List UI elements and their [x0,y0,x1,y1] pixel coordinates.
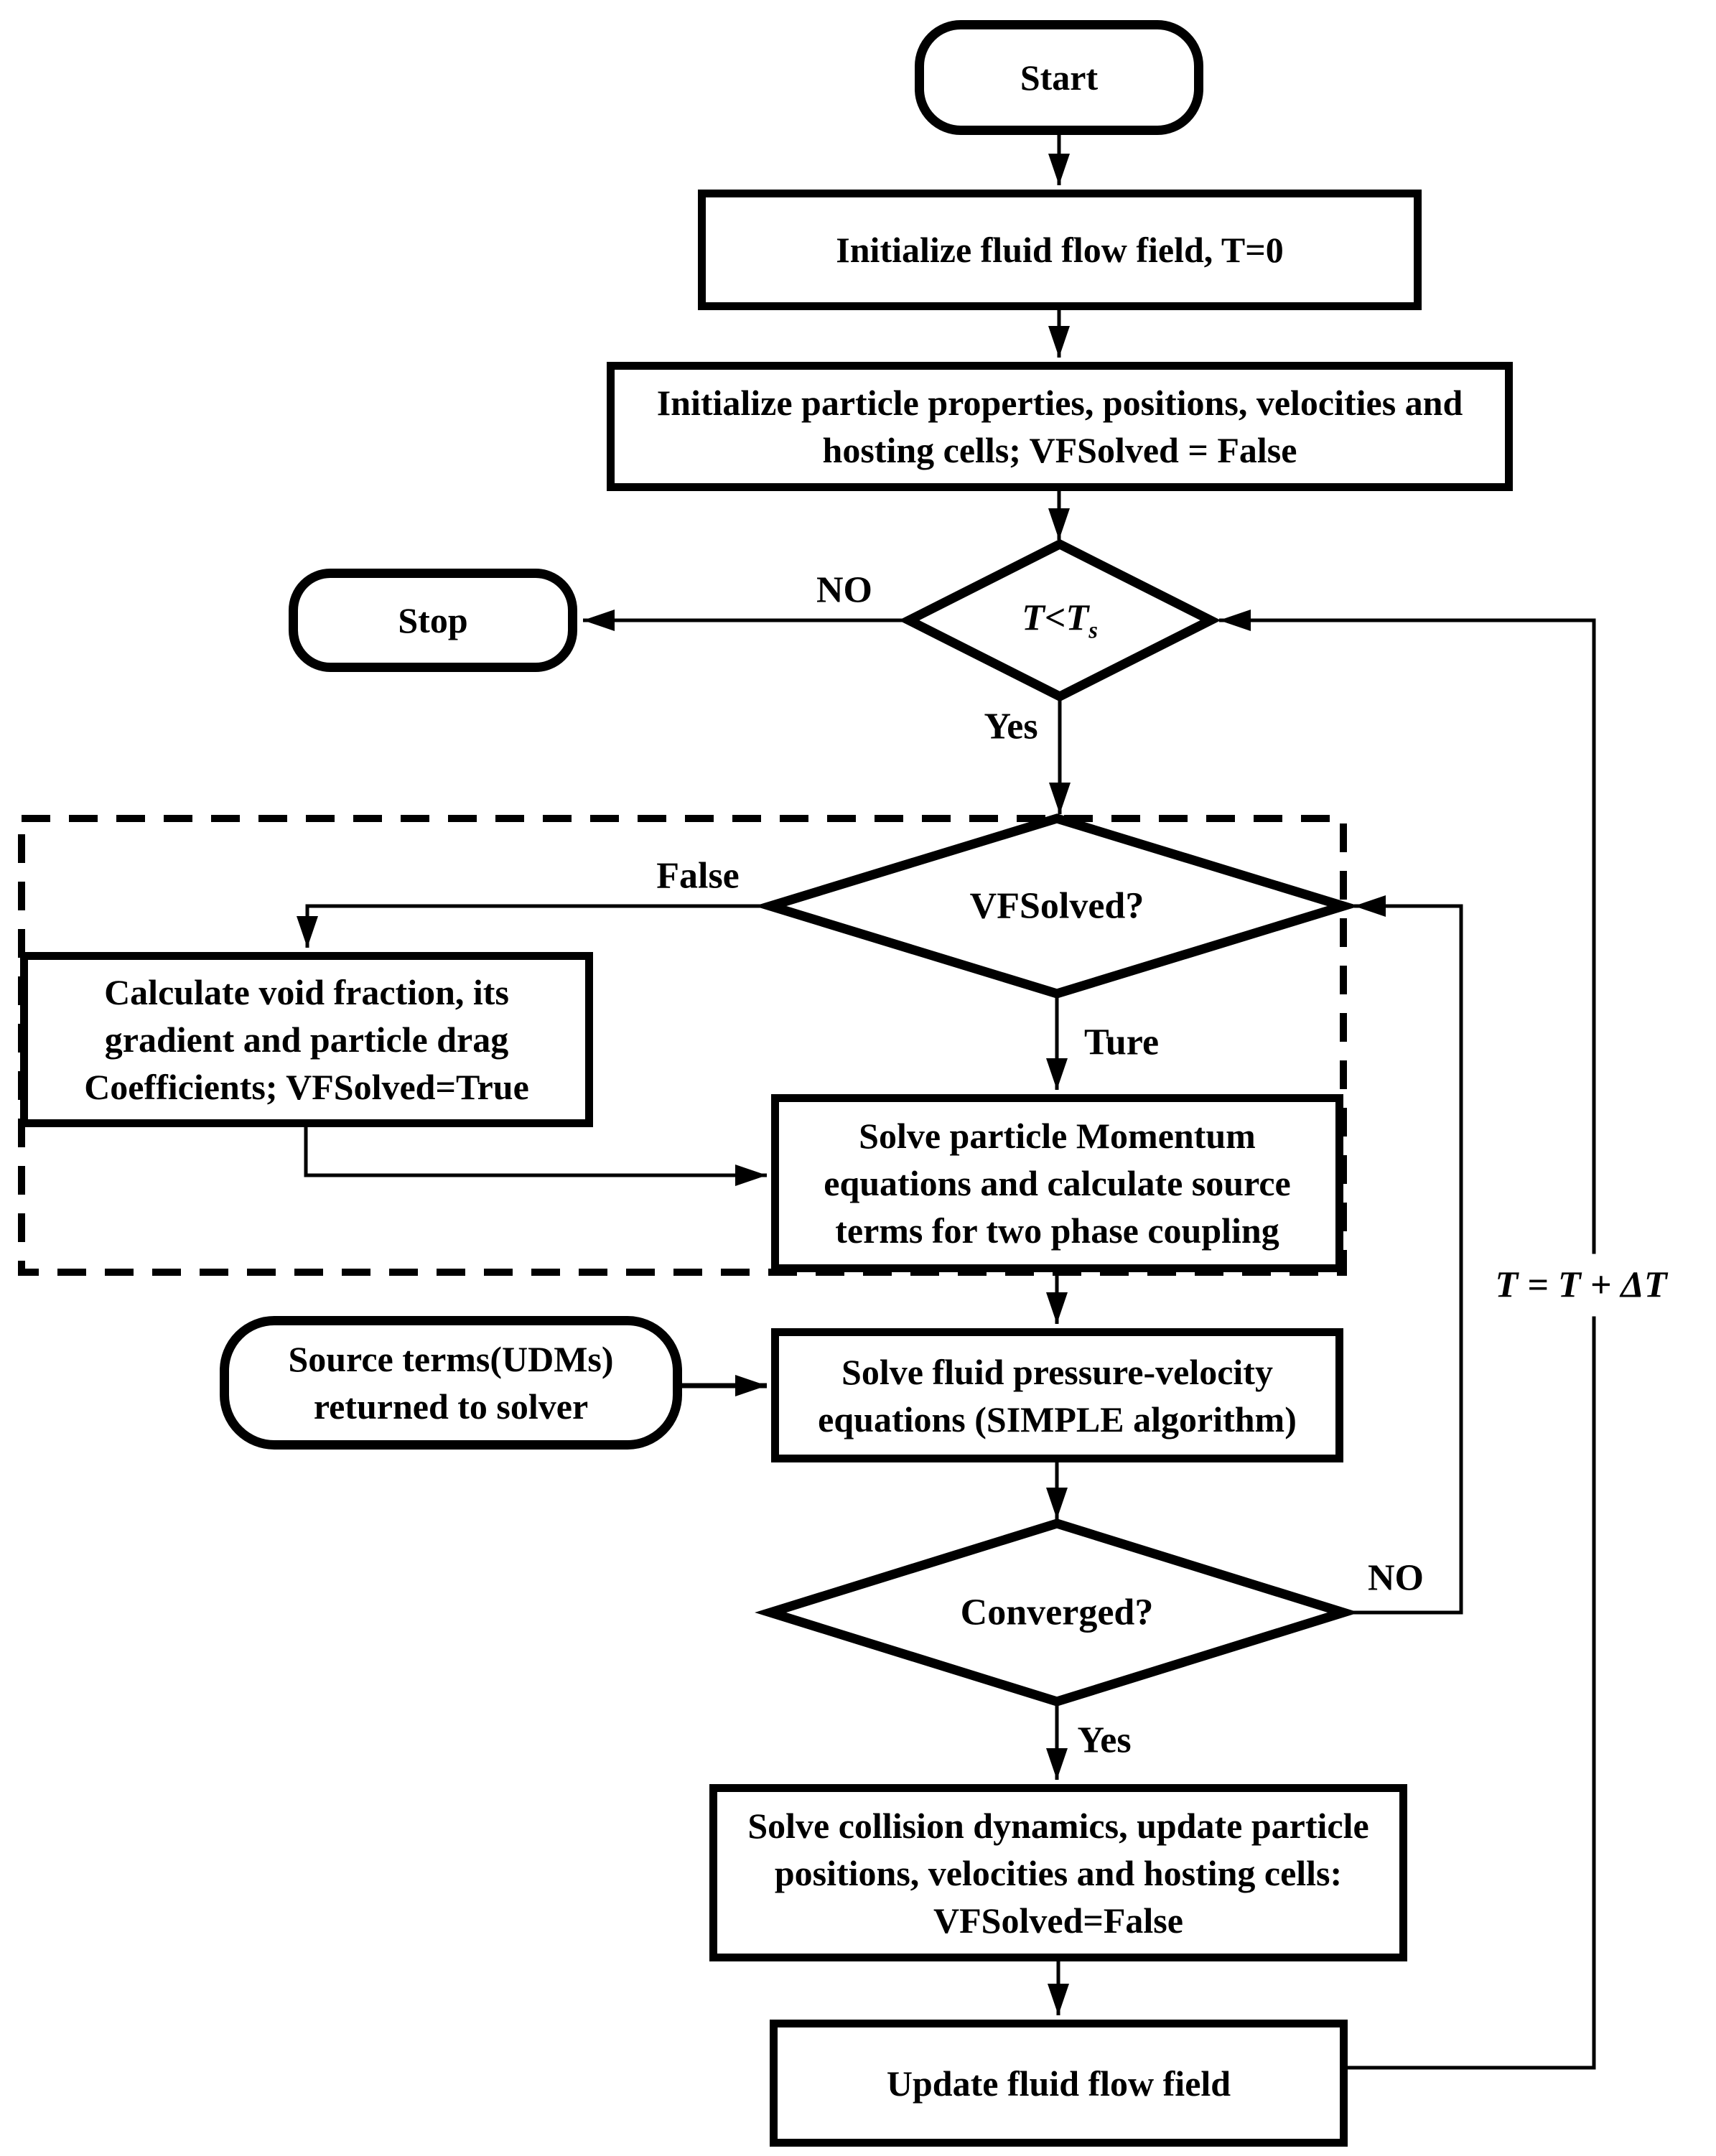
converged-diamond [755,1518,1359,1707]
start-label: Start [1020,57,1099,98]
edge-calc-to-momentum [304,1127,767,1186]
edge-label-time-no: NO [816,569,872,611]
solve-collision-label: Solve collision dynamics, update particl… [747,1805,1369,1941]
timecheck-label-sub: s [1088,617,1098,643]
edge-label-time-yes: Yes [984,706,1038,747]
edge-update-loop-to-timecheck [1219,610,1596,2070]
init-fluid-label: Initialize fluid flow field, T=0 [836,230,1284,270]
update-fluid-node: Update fluid flow field [770,2020,1348,2147]
source-terms-label: Source terms(UDMs) returned to solver [288,1339,614,1427]
edge-vfsolved-false-to-calc [297,904,770,948]
edge-label-time-increment: T = T + ΔT [1478,1254,1684,1317]
solve-collision-node: Solve collision dynamics, update particl… [709,1784,1407,1961]
solve-particle-momentum-node: Solve particle Momentum equations and ca… [771,1094,1343,1272]
vfsolved-label: VFSolved? [969,885,1144,927]
edge-label-vfsolved-true: Ture [1083,1022,1160,1063]
stop-label: Stop [398,600,468,640]
calc-void-fraction-node: Calculate void fraction, its gradient an… [20,952,593,1127]
init-particles-node: Initialize particle properties, position… [607,362,1513,491]
edge-label-converged-yes: Yes [1077,1719,1132,1761]
timecheck-label: T<Ts [1022,597,1098,643]
edge-converged-no-to-vfsolved [1343,895,1463,1615]
stop-node: Stop [289,569,577,672]
source-terms-node: Source terms(UDMs) returned to solver [220,1316,682,1450]
timecheck-label-main: T<T [1022,597,1089,639]
solve-particle-momentum-label: Solve particle Momentum equations and ca… [824,1116,1291,1251]
start-node: Start [915,20,1203,135]
edge-label-converged-no: NO [1368,1557,1424,1599]
calc-void-fraction-label: Calculate void fraction, its gradient an… [84,972,529,1107]
init-particles-label: Initialize particle properties, position… [656,383,1463,470]
converged-label: Converged? [960,1592,1154,1633]
update-fluid-label: Update fluid flow field [886,2063,1231,2104]
timecheck-diamond [898,538,1221,702]
solve-fluid-node: Solve fluid pressure-velocity equations … [771,1328,1343,1462]
init-fluid-node: Initialize fluid flow field, T=0 [698,190,1422,310]
solve-fluid-label: Solve fluid pressure-velocity equations … [818,1351,1297,1439]
vfsolved-diamond [754,813,1360,999]
edge-label-vfsolved-false: False [656,855,740,897]
